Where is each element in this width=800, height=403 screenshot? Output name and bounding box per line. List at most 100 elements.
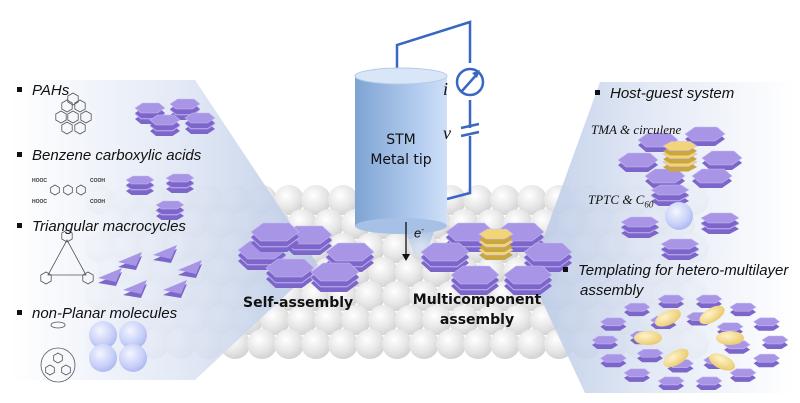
substrate-atom <box>517 185 547 215</box>
substrate-atom <box>422 305 452 335</box>
benzene-ring <box>61 121 73 135</box>
acid-plate <box>125 175 155 185</box>
substrate-atom <box>449 305 479 335</box>
left-item-nonplanar: non-Planar molecules <box>17 305 177 322</box>
bullet-icon <box>17 309 22 315</box>
template-hexagon <box>591 335 619 345</box>
acid-plate <box>165 173 195 183</box>
triangle-macrocycle <box>98 268 122 282</box>
benzene-ring <box>61 364 71 376</box>
host-hexagon <box>691 168 733 184</box>
substrate-atom <box>260 305 290 335</box>
label-line1: Multicomponent <box>412 292 542 308</box>
host-hexagon <box>644 168 686 184</box>
host-hexagon <box>617 152 659 168</box>
macrocycle-frame <box>47 239 87 276</box>
chem-label: COOH <box>90 199 105 205</box>
self-assembly-hexagon <box>325 242 375 262</box>
template-hexagon <box>636 348 664 358</box>
pah-plate <box>169 98 201 110</box>
template-hexagon <box>695 376 723 386</box>
nonplanar-molecule-ball <box>89 321 117 349</box>
pah-plate <box>149 114 181 126</box>
right-item-hostguest: Host-guest system <box>595 85 734 102</box>
substrate-atom <box>368 257 398 287</box>
benzene-ring <box>63 184 73 196</box>
substrate-atom <box>395 305 425 335</box>
right-item-templating: Templating for hetero-multilayer <box>563 262 788 279</box>
substrate-atom <box>382 281 412 311</box>
molecule-sketches <box>40 92 94 383</box>
acid-plate <box>155 200 185 210</box>
template-hexagon <box>729 302 757 312</box>
benzene-ring <box>74 99 86 113</box>
electron-arrow <box>402 222 410 261</box>
substrate-atom <box>490 329 520 359</box>
benzene-ring <box>67 92 79 106</box>
self-assembly-label: Self-assembly <box>243 295 354 311</box>
substrate-atom <box>274 329 304 359</box>
example-tptc-c60: TPTC & C60 <box>588 192 653 210</box>
template-hexagon <box>761 335 789 345</box>
benzene-ring <box>40 271 52 285</box>
substrate-atom <box>409 281 439 311</box>
tptc-plate <box>700 212 740 224</box>
pah-plate <box>134 102 166 114</box>
template-hexagon <box>657 294 685 304</box>
capacitor-plate-top <box>460 122 480 130</box>
bullet-icon <box>17 151 22 157</box>
tptc-plate <box>620 216 660 228</box>
subscript: 60 <box>644 199 654 210</box>
substrate-atom <box>274 185 304 215</box>
nonplanar-molecule-ball <box>119 344 147 372</box>
triangle-macrocycle <box>178 260 202 274</box>
bullet-icon <box>563 266 568 272</box>
benzene-ring <box>67 110 79 124</box>
self-assembly-hexagon <box>310 262 360 282</box>
substrate-atom <box>436 329 466 359</box>
circulene-plate <box>662 141 698 151</box>
template-hexagon <box>729 368 757 378</box>
chem-label: HOOC <box>32 199 47 205</box>
substrate-atom <box>490 185 520 215</box>
template-hexagon <box>657 376 685 386</box>
bullet-icon <box>595 89 600 95</box>
label: TPTC & C <box>588 192 645 207</box>
example-tma-circulene: TMA & circulene <box>591 122 682 137</box>
benzene-ring <box>53 352 63 364</box>
guest-ellipse <box>663 348 689 368</box>
label: Templating for hetero-multilayer <box>578 262 789 279</box>
self-assembly-hexagon <box>250 222 300 242</box>
template-hexagon <box>695 294 723 304</box>
substrate-atom <box>314 305 344 335</box>
host-hexagon <box>701 150 743 166</box>
benzene-ring <box>82 271 94 285</box>
hexagon-assemblies <box>89 98 789 390</box>
template-hexagon <box>753 317 781 327</box>
multicomponent-label: Multicomponent assembly <box>412 290 542 330</box>
guest-ellipse <box>634 331 662 345</box>
benzene-ring <box>50 184 60 196</box>
pah-plate <box>184 112 216 124</box>
bullet-icon <box>17 222 22 228</box>
current-symbol: i <box>443 79 449 99</box>
substrate-atom <box>382 329 412 359</box>
capacitor-plate-bottom <box>460 130 480 138</box>
substrate-atom <box>476 305 506 335</box>
multicomponent-hexagon <box>450 265 500 285</box>
substrate-atom <box>409 329 439 359</box>
chem-label: HOOC <box>32 178 47 184</box>
tptc-plate <box>660 238 700 250</box>
guest-ellipse <box>708 353 736 371</box>
template-hexagon <box>753 353 781 363</box>
voltage-symbol: v <box>443 123 451 143</box>
left-item-pahs: PAHs <box>17 82 69 99</box>
chem-label: COOH <box>90 178 105 184</box>
tip-apex <box>405 228 435 265</box>
right-item-templating-cont: assembly <box>580 282 644 299</box>
substrate-atom <box>247 329 277 359</box>
benzene-ring <box>55 110 67 124</box>
guest-ellipse <box>716 331 744 345</box>
host-hexagon <box>684 126 726 142</box>
